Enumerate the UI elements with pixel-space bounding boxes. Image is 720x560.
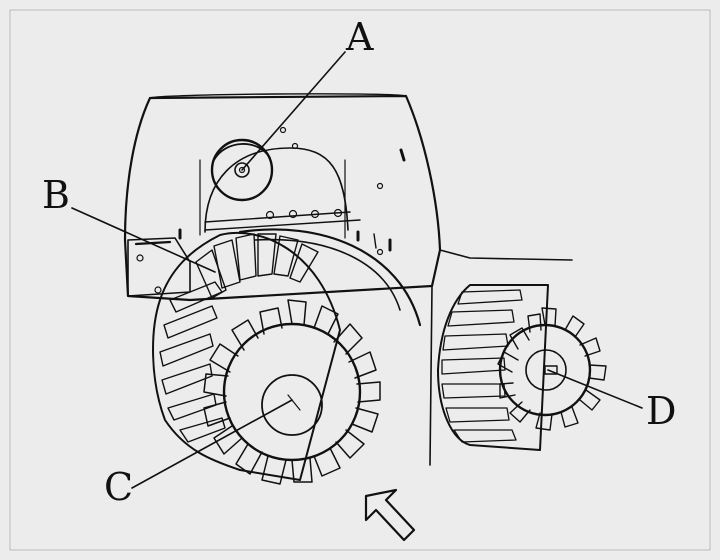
leader-d	[547, 369, 643, 409]
housing	[123, 93, 573, 466]
rotor-front-teeth	[203, 299, 381, 485]
leader-c	[131, 399, 293, 489]
part-a-pulley	[210, 138, 274, 202]
label-c: C	[104, 465, 133, 509]
roller-front-teeth	[497, 307, 607, 431]
label-d: D	[646, 389, 676, 433]
feed-direction-arrow	[364, 488, 416, 542]
rotor-back-blades	[159, 233, 319, 443]
guide-plate	[238, 228, 422, 327]
leader-a	[241, 51, 346, 171]
part-d-roller	[437, 284, 607, 451]
label-a: A	[345, 15, 374, 59]
label-b: B	[42, 173, 70, 217]
leader-lines	[71, 51, 643, 489]
leader-b	[71, 207, 216, 273]
part-c-rotor	[152, 231, 381, 485]
